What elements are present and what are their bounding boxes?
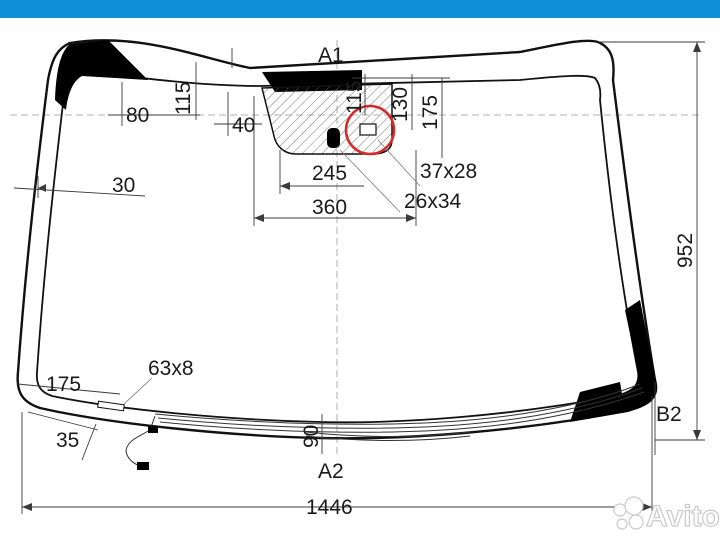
mirror-mount-pad (327, 128, 340, 148)
windshield-outer-edge (16, 39, 658, 440)
frit-bottom-right (570, 300, 657, 422)
avito-dots-icon (613, 496, 644, 530)
frit-top-left (55, 40, 148, 110)
label-245: 245 (312, 162, 347, 185)
rain-sensor-highlight (344, 104, 396, 156)
arrow-952-top (693, 42, 701, 52)
dim-line-175-left (17, 383, 121, 395)
heating-wire-3 (159, 391, 645, 433)
connector-cable (125, 415, 156, 467)
label-1446: 1446 (306, 496, 353, 519)
arrow-1446-left (22, 503, 32, 511)
arrow-1446-right (642, 503, 652, 511)
label-a1: A1 (318, 44, 344, 67)
watermark-text: Avito (646, 500, 720, 533)
label-63x8: 63x8 (148, 357, 194, 380)
dim-line-30 (13, 187, 146, 197)
label-130: 130 (389, 87, 412, 122)
heating-wire-5 (305, 435, 471, 441)
label-b2: B2 (656, 403, 682, 426)
label-35: 35 (56, 429, 79, 452)
label-a2: A2 (318, 460, 344, 483)
arrow-30 (38, 184, 46, 192)
heating-wire-2 (157, 387, 643, 429)
label-115-centre: 115 (343, 81, 366, 114)
label-175-right: 175 (419, 95, 442, 130)
rain-sensor-window (359, 123, 377, 136)
leader-26x34 (339, 149, 401, 213)
arrow-245-left (280, 182, 290, 190)
connector-plug (137, 462, 149, 470)
label-952: 952 (674, 233, 697, 268)
arrow-360-right (406, 214, 416, 222)
tab-63x8 (97, 400, 125, 412)
leader-63x8 (123, 377, 153, 405)
label-175-left: 175 (46, 373, 81, 396)
label-360: 360 (312, 196, 347, 219)
connector-clip (148, 426, 158, 433)
leader-37x28 (377, 139, 421, 187)
watermark: Avito (613, 496, 720, 534)
frit-right-lower (576, 382, 622, 404)
arrow-360-left (254, 214, 264, 222)
heating-wire-4 (305, 431, 471, 437)
label-30: 30 (112, 174, 135, 197)
label-40: 40 (232, 114, 255, 137)
label-90: 90 (300, 425, 323, 448)
dim-line-35 (27, 411, 99, 431)
sensor-area-hatched (261, 83, 393, 155)
label-26x34: 26x34 (404, 190, 462, 213)
top-color-bar (0, 0, 720, 18)
label-80: 80 (126, 104, 149, 127)
dim-tick-35 (81, 423, 97, 461)
label-115-left: 115 (172, 82, 195, 115)
label-37x28: 37x28 (420, 160, 477, 183)
arrow-952-bottom (693, 430, 701, 440)
windshield-inner-edge (35, 69, 640, 424)
heating-wire-1 (154, 383, 641, 425)
